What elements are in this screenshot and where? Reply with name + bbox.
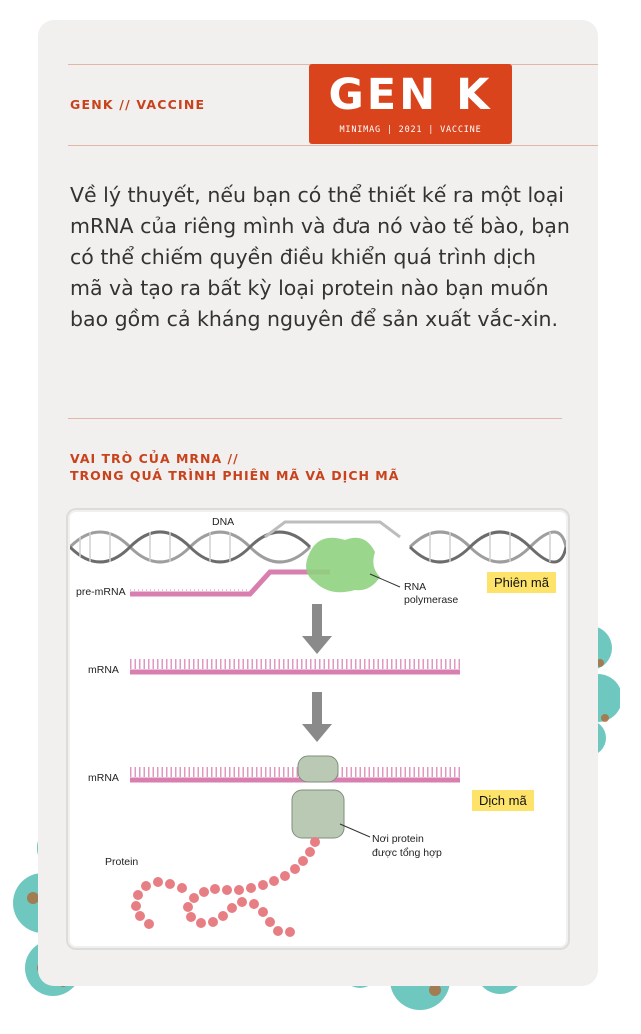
- pre-mrna-label: pre-mRNA: [76, 586, 126, 598]
- mrna-diagram: [70, 512, 566, 946]
- header-rule-bottom: [68, 145, 598, 146]
- protein-chain: [131, 837, 320, 937]
- protein-site-label-2: được tổng hợp: [372, 847, 442, 859]
- protein-label: Protein: [105, 856, 139, 868]
- diagram-svg: [70, 520, 566, 937]
- transcription-badge: Phiên mã: [487, 572, 556, 593]
- translation-arrow: [302, 692, 332, 742]
- protein-site-label-1: Nơi protein: [372, 833, 424, 845]
- section-title-line2: TRONG QUÁ TRÌNH PHIÊN MÃ VÀ DỊCH MÃ: [70, 468, 400, 483]
- ribosome-small-subunit: [297, 755, 339, 783]
- rna-polymerase-label-2: polymerase: [404, 594, 459, 606]
- dna-label: DNA: [212, 516, 235, 528]
- ribosome-large-subunit: [291, 789, 345, 839]
- header-tag: GENK // VACCINE: [70, 97, 206, 112]
- section-title-line1: VAI TRÒ CỦA MRNA //: [70, 451, 239, 466]
- transcription-arrow: [302, 604, 332, 654]
- mrna-strand-2: [130, 767, 460, 783]
- polymerase-pointer: [369, 573, 401, 588]
- mrna-strand-1: [130, 659, 460, 675]
- logo-title: GEN K: [328, 70, 493, 120]
- mrna-label-1: mRNA: [88, 664, 119, 676]
- rna-polymerase-shape: [306, 537, 380, 593]
- rna-polymerase-label-1: RNA: [404, 581, 427, 593]
- ribosome-pointer: [339, 823, 371, 838]
- section-title: VAI TRÒ CỦA MRNA // TRONG QUÁ TRÌNH PHIÊ…: [70, 450, 399, 484]
- section-rule: [68, 418, 562, 419]
- body-paragraph: Về lý thuyết, nếu bạn có thể thiết kế ra…: [70, 183, 570, 331]
- pre-mrna-strand: [130, 569, 330, 597]
- dna-helix: [70, 520, 566, 564]
- genk-logo: GEN K MINIMAG | 2021 | VACCINE: [309, 64, 512, 144]
- dna-rungs: [79, 532, 551, 562]
- translation-badge: Dịch mã: [472, 790, 534, 811]
- logo-subtitle: MINIMAG | 2021 | VACCINE: [339, 125, 482, 135]
- mrna-label-2: mRNA: [88, 772, 119, 784]
